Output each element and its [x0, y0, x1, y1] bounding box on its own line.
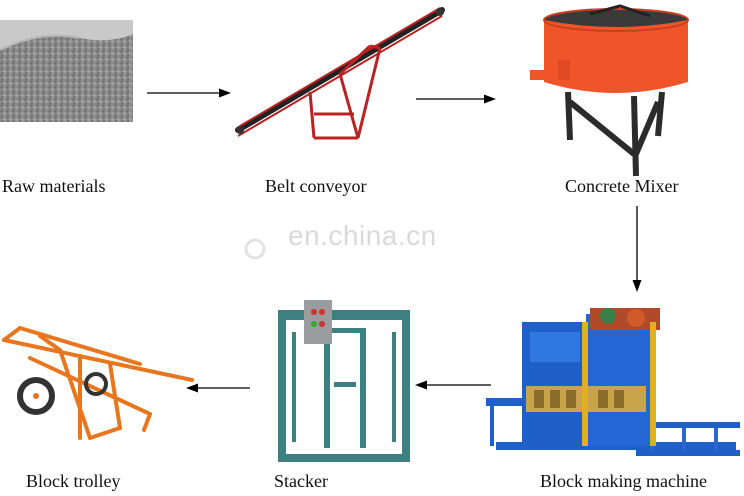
block-machine-image	[486, 302, 744, 472]
raw-materials-image	[0, 20, 133, 122]
arrow-right-icon	[416, 94, 496, 104]
block-trolley-image	[0, 318, 196, 444]
arrow-down-icon	[632, 206, 642, 292]
stage-label-block: Block making machine	[540, 471, 707, 491]
watermark-text: en.china.cn	[288, 220, 437, 251]
arrow-left-icon	[186, 383, 250, 393]
arrow-left-icon	[415, 380, 491, 390]
stacker-image	[274, 298, 414, 468]
stage-label-trolley: Block trolley	[26, 471, 121, 491]
arrow-right-icon	[147, 88, 231, 98]
belt-conveyor-image	[230, 4, 448, 144]
stage-label-stacker: Stacker	[274, 471, 328, 491]
stage-label-mixer: Concrete Mixer	[565, 176, 679, 196]
watermark-decoration-icon	[244, 238, 266, 260]
concrete-mixer-image	[530, 4, 702, 180]
stage-label-raw: Raw materials	[2, 176, 106, 196]
stage-label-belt: Belt conveyor	[265, 176, 367, 196]
